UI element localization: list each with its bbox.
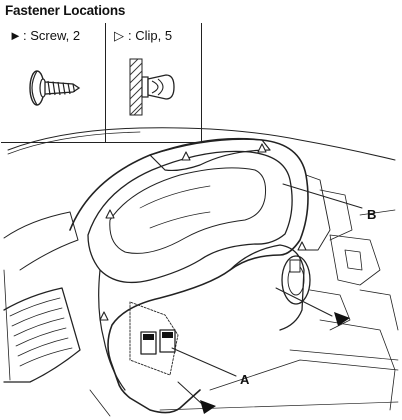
clip-icon [129,58,175,116]
legend-screw-box: ►: Screw, 2 [1,23,106,143]
dashboard-line-drawing [3,127,399,417]
fastener-legend: ►: Screw, 2 ▷ : Clip, 5 [0,23,402,145]
figure-title: Fastener Locations [5,3,126,18]
legend-clip-box: ▷ : Clip, 5 [106,23,202,143]
clip-marker-icon: ▷ [114,28,124,43]
legend-clip-label: : Clip, 5 [128,28,173,43]
callout-b-label: B [367,207,377,222]
screw-marker-icon: ► [9,28,22,43]
callout-a-label: A [240,372,250,387]
legend-screw-label: : Screw, 2 [23,28,81,43]
screw-icon [29,70,81,106]
